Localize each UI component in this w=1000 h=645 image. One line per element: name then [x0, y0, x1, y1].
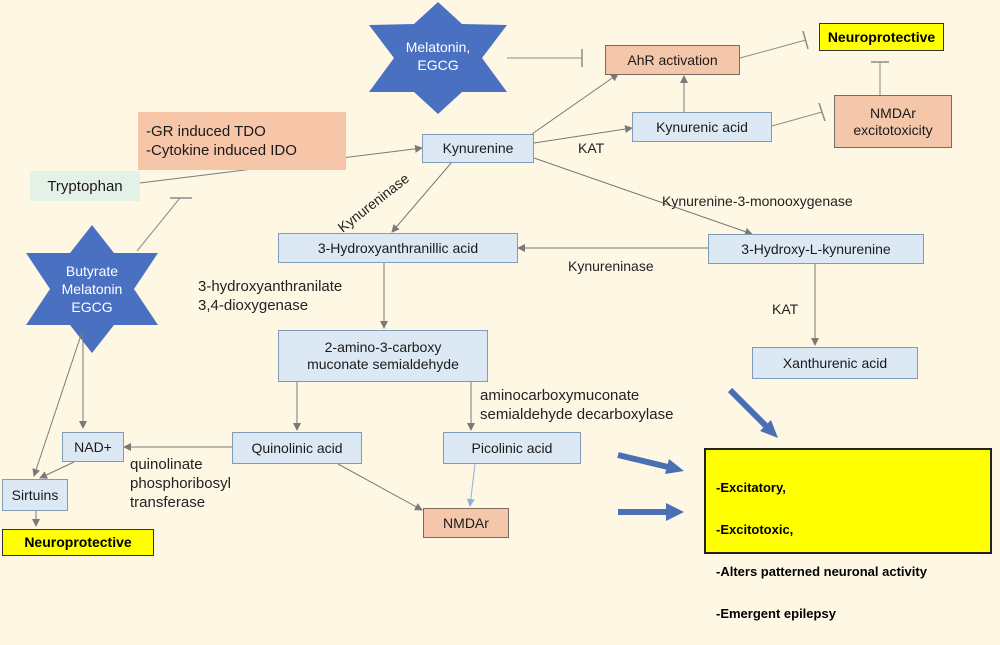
node-xanthurenic-acid: Xanthurenic acid	[752, 347, 918, 379]
arrow-quinolinic-nmdar	[337, 463, 423, 511]
outcome-excitotoxic: -Excitotoxic,	[716, 522, 794, 537]
node-ahr-activation: AhR activation	[605, 45, 740, 75]
node-picolinic-acid: Picolinic acid	[443, 432, 581, 464]
node-sirtuins: Sirtuins	[2, 479, 68, 511]
node-quinolinic-acid: Quinolinic acid	[232, 432, 362, 464]
node-kynurenine: Kynurenine	[422, 134, 534, 163]
inhibit-ahr-neuroprotective-bar	[802, 30, 809, 50]
inhibit-kyna-nmdar	[771, 111, 823, 127]
pathway-diagram: Melatonin, EGCG Butyrate Melatonin EGCG …	[2, 2, 992, 621]
inhibit-star-tdo	[136, 197, 181, 252]
node-neuroprotective-bottom: Neuroprotective	[2, 529, 154, 556]
node-2-amino-3-carboxy: 2-amino-3-carboxy muconate semialdehyde	[278, 330, 488, 382]
arrow-nad-sirtuins	[39, 461, 75, 479]
outcome-excitatory: -Excitatory,	[716, 480, 786, 495]
big-arrow-picolinic	[617, 452, 684, 474]
node-tdo-ido: -GR induced TDO -Cytokine induced IDO	[138, 112, 346, 170]
label-dioxygenase: 3-hydroxyanthranilate 3,4-dioxygenase	[198, 278, 343, 314]
arrow-kynurenine-3haa	[391, 161, 453, 233]
star-left-label: Butyrate Melatonin EGCG	[61, 263, 123, 315]
label-kynureninase-horizontal: Kynureninase	[568, 258, 654, 274]
node-nad-plus: NAD+	[62, 432, 124, 462]
node-3-hydroxy-l-kynurenine: 3-Hydroxy-L-kynurenine	[708, 234, 924, 264]
arrow-kynurenine-3hk	[533, 157, 753, 236]
label-kat-top: KAT	[578, 140, 605, 156]
left-star-shape	[26, 225, 158, 353]
node-tryptophan: Tryptophan	[30, 171, 140, 201]
big-arrow-xanthurenic	[727, 387, 778, 438]
node-3-hydroxyanthranilic-acid: 3-Hydroxyanthranillic acid	[278, 233, 518, 263]
outcome-patterned-activity: -Alters patterned neuronal activity	[716, 564, 927, 579]
node-neuroprotective-top: Neuroprotective	[819, 23, 944, 51]
arrow-kynurenine-kyna	[533, 125, 633, 144]
arrow-star-sirtuins	[32, 331, 83, 477]
inhibit-ahr-neuroprotective	[739, 39, 807, 59]
arrow-kynurenine-ahr	[531, 73, 619, 135]
node-nmdar-excitotoxicity: NMDAr excitotoxicity	[834, 95, 952, 148]
label-kat-right: KAT	[772, 301, 799, 317]
star-top-label: Melatonin, EGCG	[405, 39, 471, 73]
outcome-emergent-epilepsy: -Emergent epilepsy	[716, 606, 836, 621]
label-kynurenine-3-monooxygenase: Kynurenine-3-monooxygenase	[662, 193, 853, 209]
node-kynurenic-acid: Kynurenic acid	[632, 112, 772, 142]
node-nmdar: NMDAr	[423, 508, 509, 538]
top-star-shape	[369, 2, 507, 114]
label-qprt: quinolinate phosphoribosyl transferase	[130, 456, 231, 511]
label-decarboxylase: aminocarboxymuconate semialdehyde decarb…	[480, 387, 674, 423]
outcome-box: -Excitatory, -Excitotoxic, -Alters patte…	[704, 448, 992, 621]
arrow-picolinic-nmdar	[466, 463, 476, 507]
inhibit-kyna-nmdar-bar	[818, 102, 826, 122]
big-arrow-nmdar	[618, 503, 684, 521]
